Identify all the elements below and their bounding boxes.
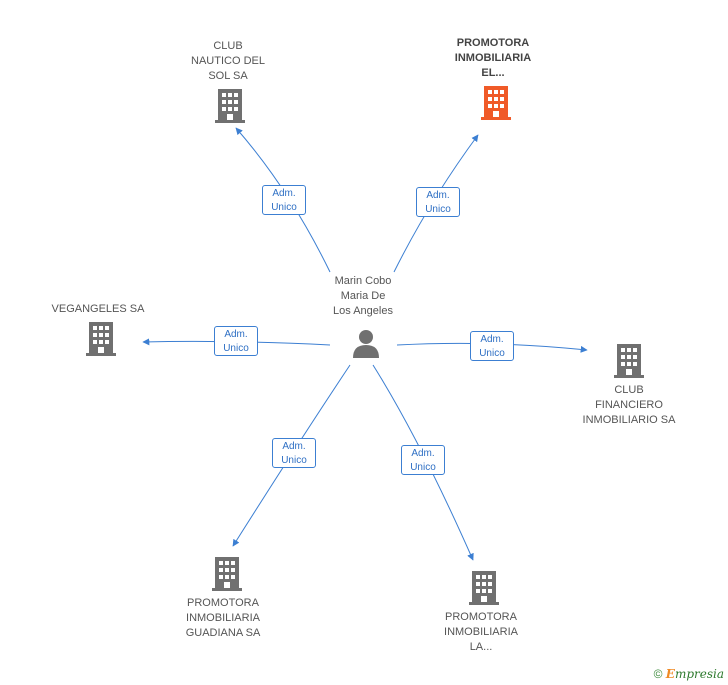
company-label-club-nautico[interactable]: CLUB NAUTICO DEL SOL SA — [191, 40, 265, 82]
brand-footer: © Empresia — [654, 667, 724, 681]
relation-badge[interactable]: Adm. Unico — [214, 326, 258, 356]
brand-logo: Empresia — [666, 667, 724, 681]
brand-name: mpresia — [674, 667, 724, 681]
company-label-promotora-guadiana[interactable]: PROMOTORA INMOBILIARIA GUADIANA SA — [185, 597, 261, 639]
building-icon[interactable] — [469, 571, 499, 605]
building-icon[interactable] — [212, 557, 242, 591]
relation-badge[interactable]: Adm. Unico — [272, 438, 316, 468]
relation-badge[interactable]: Adm. Unico — [416, 187, 460, 217]
building-icon[interactable] — [215, 89, 245, 123]
company-label-vegangeles[interactable]: VEGANGELES SA — [51, 303, 145, 315]
relation-badge[interactable]: Adm. Unico — [401, 445, 445, 475]
building-icon[interactable] — [86, 322, 116, 356]
company-label-promotora-el[interactable]: PROMOTORA INMOBILIARIA EL... — [454, 37, 532, 79]
brand-initial: E — [665, 667, 675, 681]
company-label-promotora-la[interactable]: PROMOTORA INMOBILIARIA LA... — [444, 611, 518, 653]
copyright-symbol: © — [653, 667, 663, 681]
person-icon[interactable] — [351, 328, 381, 358]
company-label-club-financiero[interactable]: CLUB FINANCIERO INMOBILIARIO SA — [582, 384, 676, 426]
relation-badge[interactable]: Adm. Unico — [262, 185, 306, 215]
building-icon[interactable] — [481, 86, 511, 120]
relation-badge[interactable]: Adm. Unico — [470, 331, 514, 361]
building-icon[interactable] — [614, 344, 644, 378]
center-person-label: Marin Cobo Maria De Los Angeles — [333, 275, 393, 317]
